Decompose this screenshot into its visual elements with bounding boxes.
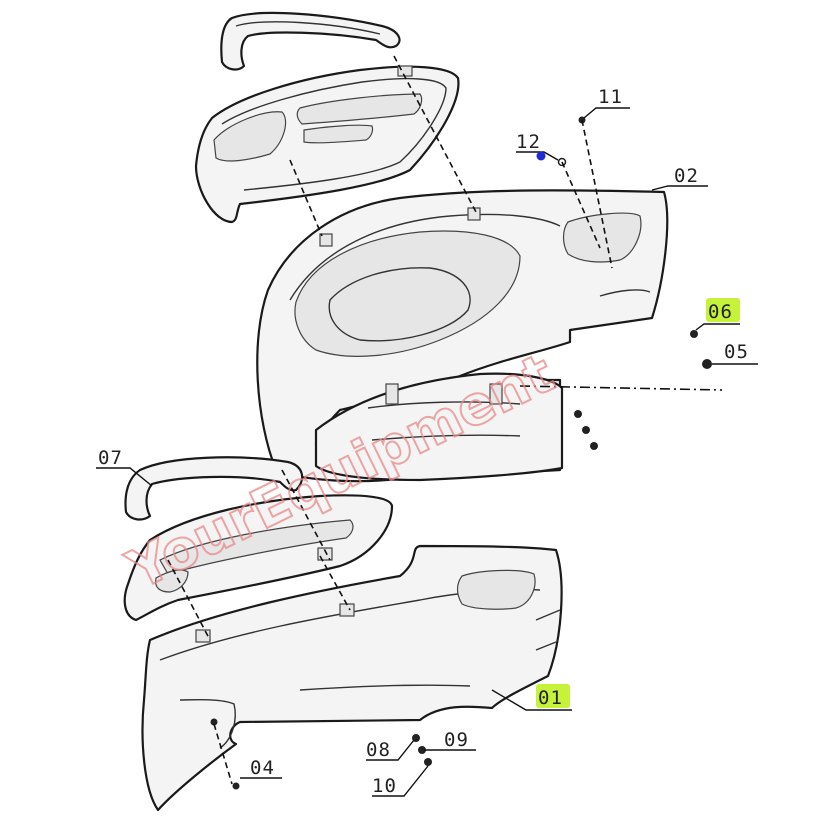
callout-label-01: 01: [538, 687, 563, 709]
callout-10: 10: [372, 765, 429, 797]
callout-label-12: 12: [516, 131, 541, 153]
blue-marker: [536, 151, 546, 161]
callout-06: 06: [695, 298, 740, 331]
callout-label-08: 08: [366, 739, 391, 761]
upper-headlight-bezel: [194, 65, 460, 224]
callout-label-10: 10: [372, 775, 397, 797]
callout-07: 07: [96, 447, 153, 487]
lower-handle: [124, 456, 304, 521]
callout-01: 01: [491, 684, 572, 711]
callout-label-06: 06: [708, 301, 733, 323]
main-fender-02: [256, 189, 669, 483]
center-line: [519, 385, 723, 391]
callout-label-07: 07: [98, 447, 123, 469]
callout-label-02: 02: [674, 165, 699, 187]
callout-08: 08: [366, 739, 415, 761]
callout-label-05: 05: [724, 341, 749, 363]
callout-09: 09: [424, 729, 476, 751]
upper-handle: [220, 11, 401, 71]
callout-02: 02: [651, 165, 708, 191]
front-fender-01: [141, 544, 563, 812]
assembly-lines: [167, 55, 613, 785]
callout-05: 05: [712, 341, 758, 365]
callout-04: 04: [240, 757, 282, 779]
hardware-bolts: [210, 116, 712, 790]
callout-11: 11: [583, 86, 630, 119]
lower-headlight-bezel: [123, 494, 394, 622]
callout-label-11: 11: [598, 86, 623, 108]
callout-label-04: 04: [250, 757, 275, 779]
callout-12: 12: [516, 131, 559, 161]
callout-label-09: 09: [444, 729, 469, 751]
